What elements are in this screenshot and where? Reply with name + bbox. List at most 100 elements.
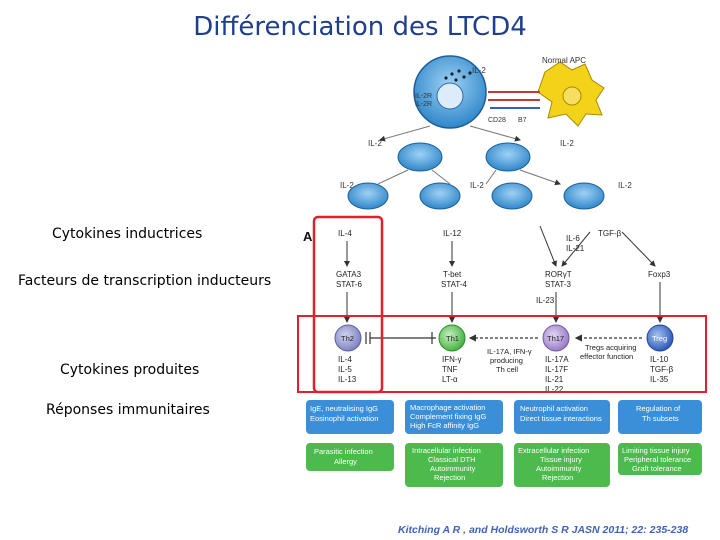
disease-text: Tissue injury <box>540 455 582 464</box>
disease-text: Graft tolerance <box>632 464 682 473</box>
response-boxes: IgE, neutralising IgG Eosinophil activat… <box>306 400 702 434</box>
normal-apc-label: Normal APC <box>542 56 586 65</box>
t-cell-nucleus <box>436 82 464 110</box>
citation: Kitching A R , and Holdsworth S R JASN 2… <box>398 524 689 536</box>
inducer-treg: TGF-β <box>598 229 622 238</box>
granddaughter-cell <box>419 182 461 210</box>
treg-cytokine: IL-35 <box>650 375 669 384</box>
response-text: Complement fixing IgG <box>410 412 486 421</box>
il2-bottom-middle-label: IL-2 <box>470 181 484 190</box>
inducer-th2: IL-4 <box>338 229 352 238</box>
note-a-line2: producing <box>490 356 523 365</box>
inducer-arrows <box>344 225 656 267</box>
disease-box <box>306 443 394 471</box>
proliferation-diagram: IL-2 Normal APC IL-2R IL-2R CD28 B7 IL-2… <box>340 55 632 210</box>
disease-text: Classical DTH <box>428 455 476 464</box>
treg-cell <box>646 324 674 352</box>
il2r-label-b: IL-2R <box>415 101 432 108</box>
th2-cytokine: IL-5 <box>338 365 352 374</box>
factor-th17-a: RORγT <box>545 270 572 279</box>
disease-text: Allergy <box>334 457 357 466</box>
factor-th1-a: T-bet <box>443 270 462 279</box>
factor-th2-b: STAT-6 <box>336 280 362 289</box>
th1-cytokine: LT-α <box>442 375 458 384</box>
label-transcription-factors: Facteurs de transcription inducteurs <box>18 273 272 289</box>
factor-th17-b: STAT-3 <box>545 280 571 289</box>
produced-cytokines: IL-4 IL-5 IL-13 IFN-γ TNF LT-α IL-17A IL… <box>338 355 674 394</box>
inducer-th17-a: IL-6 <box>566 234 580 243</box>
il2-top-label: IL-2 <box>472 66 486 75</box>
il2-dots <box>444 69 472 82</box>
normal-apc-text: Normal APC <box>542 56 586 65</box>
th17-cytokine: IL-17F <box>545 365 568 374</box>
treg-cytokine: IL-10 <box>650 355 669 364</box>
inducer-th1: IL-12 <box>443 229 462 238</box>
cd28-label: CD28 <box>488 117 506 124</box>
il2-bottom-right-label: IL-2 <box>618 181 632 190</box>
factor-th2-a: GATA3 <box>336 270 362 279</box>
th17-cell <box>542 324 570 352</box>
granddaughter-cell <box>491 182 533 210</box>
disease-text: Rejection <box>542 473 573 482</box>
disease-boxes: Parasitic infection Allergy Intracellula… <box>306 443 702 487</box>
middle-notes: IL-17A, IFN-γ producing Th cell Tregs ac… <box>487 343 636 374</box>
disease-text: Parasitic infection <box>314 447 373 456</box>
th2-cell <box>334 324 362 352</box>
tcr-mhc-bond <box>488 91 540 101</box>
factor-il23: IL-23 <box>536 296 555 305</box>
inducer-th17-b: IL-21 <box>566 244 585 253</box>
factor-treg: Foxp3 <box>648 270 671 279</box>
disease-text: Extracellular infection <box>518 446 589 455</box>
il2-left-label: IL-2 <box>368 139 382 148</box>
note-a-line3: Th cell <box>496 365 518 374</box>
treg-label: Treg <box>652 334 667 343</box>
disease-box <box>514 443 610 487</box>
disease-text: Limiting tissue injury <box>622 446 690 455</box>
th17-cytokine: IL-21 <box>545 375 564 384</box>
th1-cytokine: TNF <box>442 365 458 374</box>
il2-bottom-left-label: IL-2 <box>340 181 354 190</box>
response-text: Neutrophil activation <box>520 404 588 413</box>
response-text: Eosinophil activation <box>310 414 378 423</box>
response-box <box>405 400 503 434</box>
panel-letter: A <box>303 229 313 244</box>
page-title: Différenciation des LTCD4 <box>193 12 527 42</box>
produced-cytokines-frame <box>297 315 707 393</box>
effector-cells: Th2 Th1 Th17 Treg <box>334 324 674 352</box>
response-text: IgE, neutralising IgG <box>310 404 378 413</box>
response-box <box>618 400 702 434</box>
th2-cytokine: IL-13 <box>338 375 357 384</box>
response-box <box>306 400 394 434</box>
disease-box <box>405 443 503 487</box>
response-text: Macrophage activation <box>410 403 485 412</box>
disease-text: Autoimmunity <box>536 464 582 473</box>
daughter-cell <box>485 142 531 172</box>
th1-cell <box>438 324 466 352</box>
note-b-line1: Tregs acquiring <box>585 343 636 352</box>
disease-text: Autoimmunity <box>430 464 476 473</box>
response-text: High FcR affinity IgG <box>410 421 479 430</box>
disease-box <box>618 443 702 475</box>
note-b-line2: effector function <box>580 352 633 361</box>
response-box <box>514 400 610 434</box>
response-text: Th subsets <box>642 414 679 423</box>
inducer-row: IL-4 IL-12 IL-6 IL-21 TGF-β <box>338 229 622 253</box>
factor-th1-b: STAT-4 <box>441 280 467 289</box>
factor-row: GATA3 STAT-6 T-bet STAT-4 RORγT STAT-3 I… <box>336 270 671 305</box>
granddaughter-cell <box>563 182 605 210</box>
disease-text: Intracellular infection <box>412 446 481 455</box>
label-produced-cytokines: Cytokines produites <box>60 362 200 378</box>
disease-text: Rejection <box>434 473 465 482</box>
treg-cytokine: TGF-β <box>650 365 674 374</box>
th2-label: Th2 <box>341 334 354 343</box>
daughter-cell <box>397 142 443 172</box>
b7-label: B7 <box>518 117 527 124</box>
response-text: Direct tissue interactions <box>520 414 602 423</box>
th17-cytokine: IL-17A <box>545 355 569 364</box>
th17-cytokine: IL-22 <box>545 385 564 394</box>
disease-text: Peripheral tolerance <box>624 455 691 464</box>
th1-cytokine: IFN-γ <box>442 355 462 364</box>
label-inducing-cytokines: Cytokines inductrices <box>52 226 203 242</box>
apc-nucleus <box>562 86 582 106</box>
